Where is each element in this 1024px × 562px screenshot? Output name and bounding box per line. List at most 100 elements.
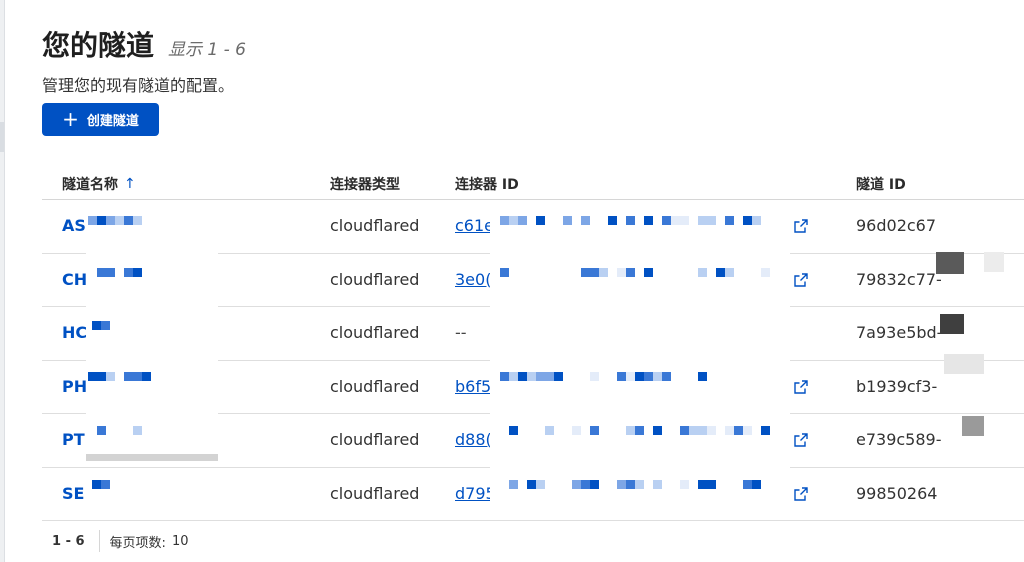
tunnel-id: 7a93e5bd- bbox=[856, 323, 943, 342]
tunnel-name-link[interactable]: CH bbox=[62, 269, 88, 289]
redaction-block bbox=[653, 426, 662, 435]
create-tunnel-button[interactable]: + 创建隧道 bbox=[42, 103, 159, 136]
redaction-mask-edge bbox=[86, 454, 218, 461]
per-page-label: 每页项数: bbox=[109, 535, 166, 551]
column-header-name[interactable]: 隧道名称 ↑ bbox=[62, 174, 136, 194]
redaction-block bbox=[581, 216, 590, 225]
redaction-block bbox=[590, 268, 599, 277]
arrow-up-icon[interactable]: ↑ bbox=[124, 176, 136, 192]
redaction-block bbox=[698, 480, 707, 489]
redaction-mask bbox=[86, 205, 218, 461]
redaction-block bbox=[716, 268, 725, 277]
redaction-block bbox=[581, 480, 590, 489]
redaction-block bbox=[680, 426, 689, 435]
redaction-block bbox=[644, 216, 653, 225]
redaction-block bbox=[984, 252, 1004, 272]
redaction-block bbox=[572, 480, 581, 489]
redaction-block bbox=[101, 321, 110, 330]
redaction-block bbox=[115, 216, 124, 225]
page-header: 您的隧道 显示 1 - 6 管理您的现有隧道的配置。 bbox=[42, 24, 246, 96]
left-edge-tab[interactable] bbox=[0, 122, 4, 152]
redaction-block bbox=[662, 372, 671, 381]
redaction-block bbox=[97, 216, 106, 225]
redaction-block bbox=[698, 216, 707, 225]
table-header: 隧道名称 ↑ 连接器类型 连接器 ID 隧道 ID bbox=[42, 166, 1024, 200]
tunnel-id: e739c589- bbox=[856, 430, 942, 449]
redaction-block bbox=[536, 480, 545, 489]
external-link-icon[interactable] bbox=[794, 218, 808, 233]
redaction-block bbox=[509, 216, 518, 225]
redaction-block bbox=[752, 480, 761, 489]
redaction-block bbox=[662, 216, 671, 225]
external-link-icon[interactable] bbox=[794, 432, 808, 447]
redaction-block bbox=[725, 268, 734, 277]
redaction-block bbox=[527, 372, 536, 381]
redaction-block bbox=[698, 268, 707, 277]
tunnel-id: 96d02c67 bbox=[856, 216, 937, 235]
redaction-block bbox=[92, 480, 101, 489]
redaction-block bbox=[554, 372, 563, 381]
redaction-block bbox=[644, 372, 653, 381]
redaction-block bbox=[133, 372, 142, 381]
redaction-block bbox=[617, 268, 626, 277]
redaction-block bbox=[106, 268, 115, 277]
redaction-block bbox=[653, 372, 662, 381]
connector-id-link[interactable]: c61e bbox=[455, 216, 494, 235]
redaction-block bbox=[581, 268, 590, 277]
redaction-block bbox=[124, 268, 133, 277]
redaction-block bbox=[940, 314, 964, 334]
redaction-block bbox=[599, 268, 608, 277]
redaction-block bbox=[88, 372, 97, 381]
redaction-mask bbox=[490, 205, 790, 515]
redaction-block bbox=[743, 216, 752, 225]
redaction-block bbox=[962, 416, 984, 436]
per-page-select[interactable]: 10 bbox=[171, 533, 189, 549]
redaction-block bbox=[626, 216, 635, 225]
redaction-block bbox=[536, 216, 545, 225]
redaction-block bbox=[133, 426, 142, 435]
column-name-label: 隧道名称 bbox=[62, 177, 118, 193]
connector-id-link[interactable]: d88( bbox=[455, 430, 492, 449]
redaction-block bbox=[133, 216, 142, 225]
redaction-block bbox=[743, 480, 752, 489]
tunnel-name-link[interactable]: PH bbox=[62, 376, 88, 396]
redaction-block bbox=[509, 426, 518, 435]
redaction-block bbox=[743, 426, 752, 435]
redaction-block bbox=[545, 372, 554, 381]
redaction-block bbox=[133, 268, 142, 277]
redaction-block bbox=[689, 426, 698, 435]
external-link-icon[interactable] bbox=[794, 379, 808, 394]
redaction-block bbox=[106, 216, 115, 225]
page-description: 管理您的现有隧道的配置。 bbox=[42, 76, 235, 95]
footer-divider bbox=[98, 530, 100, 552]
redaction-block bbox=[944, 354, 984, 374]
connector-id-link[interactable]: d795 bbox=[455, 483, 496, 503]
redaction-block bbox=[635, 426, 644, 435]
redaction-block bbox=[509, 480, 518, 489]
connector-type: cloudflared bbox=[330, 376, 420, 396]
redaction-block bbox=[106, 372, 115, 381]
redaction-block bbox=[707, 216, 716, 225]
redaction-block bbox=[680, 216, 689, 225]
connector-id-link[interactable]: 3e0( bbox=[455, 269, 492, 289]
column-header-tunnel-id: 隧道 ID bbox=[856, 174, 906, 194]
external-link-icon[interactable] bbox=[794, 486, 808, 501]
tunnel-name-link[interactable]: SE bbox=[62, 483, 85, 503]
column-connector-id-label: 连接器 ID bbox=[455, 177, 519, 193]
tunnel-name-link[interactable]: AS bbox=[62, 216, 86, 235]
redaction-block bbox=[563, 216, 572, 225]
redaction-block bbox=[590, 372, 599, 381]
tunnel-name-link[interactable]: HC bbox=[62, 323, 88, 342]
left-edge-panel bbox=[0, 0, 5, 562]
connector-id-link[interactable]: b6f5 bbox=[455, 376, 492, 396]
page-title: 您的隧道 bbox=[42, 29, 155, 62]
tunnel-name-link[interactable]: PT bbox=[62, 430, 85, 449]
external-link-icon[interactable] bbox=[794, 272, 808, 287]
redaction-block bbox=[626, 426, 635, 435]
redaction-block bbox=[680, 480, 689, 489]
redaction-block bbox=[572, 426, 581, 435]
redaction-block bbox=[608, 216, 617, 225]
redaction-block bbox=[509, 372, 518, 381]
tunnel-id: b1939cf3- bbox=[856, 376, 938, 396]
redaction-block bbox=[617, 372, 626, 381]
